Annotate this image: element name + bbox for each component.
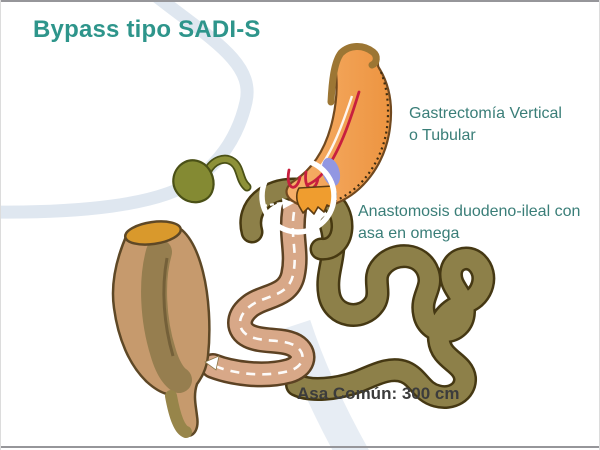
duodeno-ileal-anastomosis: [262, 185, 337, 215]
label-common-channel: Asa Común: 300 cm: [297, 384, 460, 403]
alimentary-limb-dashed-path: [200, 197, 316, 388]
gallbladder: [172, 154, 252, 204]
cecum-colon-sac: [111, 220, 220, 438]
label-anastomosis-line1: Anastomosis duodeno-ileal con: [358, 203, 581, 220]
page-title: Bypass tipo SADI-S: [33, 16, 261, 43]
food-path-arrow: [204, 355, 220, 371]
duodenal-stump-purple: [321, 157, 341, 187]
label-gastrectomy: Gastrectomía Vertical o Tubular: [409, 103, 589, 147]
anastomosis-arrow: [282, 198, 294, 209]
anastomosis-highlight-ring: [259, 157, 337, 235]
colon-shading-streak: [141, 239, 192, 393]
label-gastrectomy-line1: Gastrectomía Vertical: [409, 105, 562, 122]
label-anastomosis-line2: asa en omega: [358, 225, 460, 242]
label-gastrectomy-line2: o Tubular: [409, 127, 476, 144]
fundus-resection-edge: [327, 43, 380, 106]
swoosh-curve-top: [1, 0, 254, 219]
label-anastomosis: Anastomosis duodeno-ileal con asa en ome…: [358, 201, 593, 245]
gastric-sleeve: [285, 43, 393, 209]
colon-cut-opening: [123, 220, 183, 246]
appendix-tail: [165, 390, 192, 438]
biliopancreatic-olive-loops: [285, 214, 496, 409]
slide-top-border: [1, 0, 599, 2]
slide-bottom-border: [1, 446, 599, 448]
staple-line: [313, 71, 390, 208]
